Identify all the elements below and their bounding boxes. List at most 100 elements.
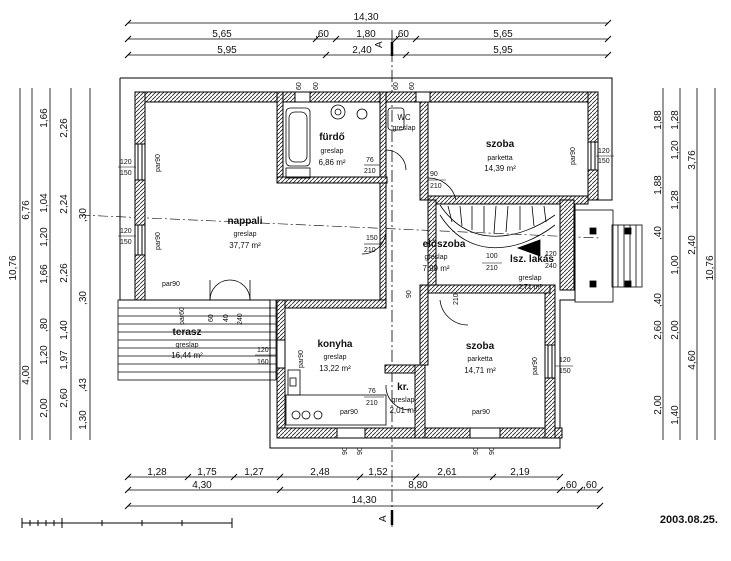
- door-width-room: 90: [430, 171, 438, 178]
- terrace-double-door: [209, 279, 251, 301]
- parapet-kitchen-1: 90: [342, 447, 349, 455]
- dim-right-b3: 1,28: [670, 190, 681, 210]
- par90-room-bottom: par90: [472, 409, 490, 416]
- room-floor: greslap: [324, 354, 347, 361]
- dim-left-b3: 1,20: [39, 227, 50, 247]
- dim-left-b2: 1,04: [39, 193, 50, 213]
- dim-bottom-a1: 1,28: [147, 467, 167, 478]
- dim-left-d3: ,30: [78, 291, 89, 305]
- room-name: nappali: [227, 216, 262, 227]
- dim-right-total: 10,76: [705, 255, 716, 280]
- room-floor: greslap: [519, 275, 542, 282]
- dim-bottom-a4: 2,48: [310, 467, 330, 478]
- room-area: 14,71 m²: [464, 366, 496, 375]
- dim-bottom-a7: 2,19: [510, 467, 530, 478]
- room-name: kr.: [397, 382, 409, 393]
- win-width-terrace-1: 60: [208, 314, 215, 322]
- left-dimension-chains: [19, 88, 91, 440]
- bottom-dimension-chains: [124, 473, 604, 510]
- room-floor: greslap: [321, 148, 344, 155]
- room-area: 7,99 m²: [422, 264, 449, 273]
- dim-bottom-a3: 1,27: [244, 467, 264, 478]
- dim-top-a2: ,60: [315, 29, 329, 40]
- room-wc: WC greslap: [393, 113, 416, 132]
- dim-bottom-b2: 8,80: [408, 480, 428, 491]
- par60-terrace: par60: [179, 307, 186, 325]
- section-mark-top: A: [374, 41, 385, 48]
- door-width-living: 150: [366, 235, 378, 242]
- dim-bottom-a5: 1,52: [368, 467, 388, 478]
- dim-right-a2: 1,88: [653, 175, 664, 195]
- dim-right-b1: 1,28: [670, 110, 681, 130]
- dim-top-b3: 5,95: [493, 45, 513, 56]
- dim-right-b6: 1,40: [670, 405, 681, 425]
- room-floor: greslap: [234, 231, 257, 238]
- room-name: WC: [397, 113, 411, 122]
- dim-left-d1: 1,30: [78, 410, 89, 430]
- dim-left-d2: ,43: [78, 378, 89, 392]
- dim-left-a2: 4,00: [21, 365, 32, 385]
- dim-top-a5: 5,65: [493, 29, 513, 40]
- parapet-room-2: 90: [489, 447, 496, 455]
- room-area: 14,39 m²: [484, 164, 516, 173]
- dim-top-a3: 1,80: [356, 29, 376, 40]
- dim-right-c2: 2,40: [687, 235, 698, 255]
- entry-stairs: [574, 209, 643, 303]
- par90-kitchen: par90: [298, 350, 305, 368]
- dim-left-c2: 2,24: [59, 194, 70, 214]
- win-width-terrace-2: 240: [237, 313, 244, 325]
- right-dimension-chains: [662, 88, 716, 440]
- dim-top-total: 14,30: [353, 12, 378, 23]
- room-szoba-lower: szoba parketta 14,71 m²: [464, 341, 496, 375]
- room-szoba-upper: szoba parketta 14,39 m²: [484, 139, 516, 173]
- room-kamra: kr. greslap 2,01 m²: [389, 382, 416, 415]
- room-eloszoba: előszoba greslap 7,99 m²: [422, 239, 465, 273]
- dim-right-b2: 1,20: [670, 140, 681, 160]
- door-height-hall: 210: [486, 265, 498, 272]
- dim-right-a4: ,40: [653, 293, 664, 307]
- door-height-bath: 210: [364, 168, 376, 175]
- room-area: 2,01 m²: [389, 406, 416, 415]
- room-name: fürdő: [319, 132, 345, 143]
- dim-left-total: 10,76: [8, 255, 19, 280]
- dim-top-a1: 5,65: [212, 29, 232, 40]
- dim-top-b2: 2,40: [352, 45, 372, 56]
- dim-left-b5: 1,20: [39, 345, 50, 365]
- par90-left-2: par90: [155, 232, 162, 250]
- dim-right-a6: 2,00: [653, 395, 664, 415]
- kitchen-fixtures: [285, 369, 387, 426]
- win-width-left-1: 120: [120, 159, 132, 166]
- room-name: terasz: [173, 327, 202, 338]
- door-height-lsz: 240: [545, 263, 557, 270]
- dim-right-c3: 4,60: [687, 350, 698, 370]
- room-floor: greslap: [392, 397, 415, 404]
- dim-left-b6: ,80: [39, 318, 50, 332]
- dim-bottom-total: 14,30: [351, 495, 376, 506]
- dim-left-c1: 2,26: [59, 118, 70, 138]
- door-width-lsz: 120: [545, 251, 557, 258]
- parapet-bath: 60: [296, 82, 303, 90]
- door-height-room: 210: [430, 183, 442, 190]
- section-mark-bottom: A: [378, 515, 389, 522]
- dim-bottom-b1: 4,30: [192, 480, 212, 491]
- dim-left-c6: 2,60: [59, 388, 70, 408]
- dim-left-d4: ,30: [78, 208, 89, 222]
- dim-top-a4: ,60: [395, 29, 409, 40]
- parapet-hall: 90: [406, 290, 413, 298]
- parapet-bath-2: 60: [313, 82, 320, 90]
- room-area: 2,71 m²: [518, 284, 542, 291]
- win-height-left-1: 150: [120, 170, 132, 177]
- win-width-terrace-3: 40: [223, 314, 230, 322]
- room-name: konyha: [317, 339, 352, 350]
- par90-left-1: par90: [155, 154, 162, 172]
- win-height-kitchen: 160: [257, 359, 269, 366]
- dim-bottom-a2: 1,75: [197, 467, 217, 478]
- door-height-living: 210: [364, 247, 376, 254]
- room-area: 16,44 m²: [171, 351, 203, 360]
- door-width-bath: 76: [366, 157, 374, 164]
- win-width-right-2: 120: [559, 357, 571, 364]
- room-terasz: terasz greslap 16,44 m²: [171, 327, 203, 360]
- dim-bottom-a6: 2,61: [437, 467, 457, 478]
- room-floor: greslap: [425, 254, 448, 261]
